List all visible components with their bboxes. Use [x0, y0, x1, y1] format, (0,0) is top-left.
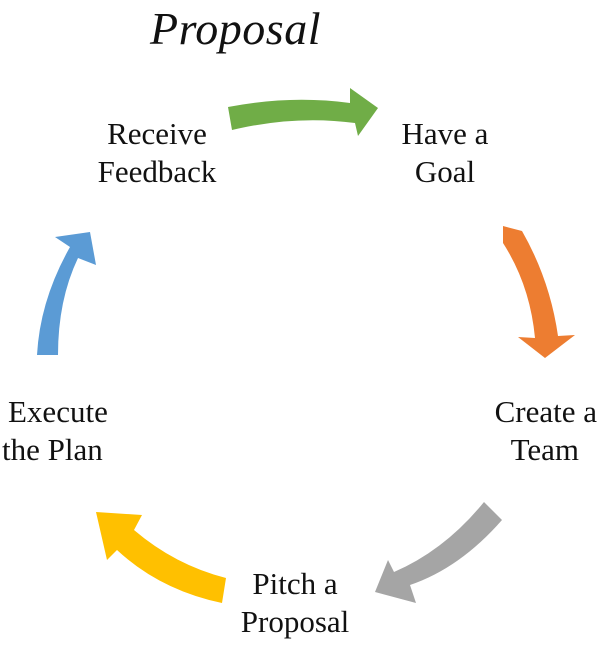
step-label-line1: Receive — [107, 116, 207, 151]
step-label-line1: Create a — [494, 394, 597, 429]
diagram-title: Proposal — [150, 3, 321, 54]
arrow-blue-icon — [37, 232, 96, 355]
arrow-yellow-icon — [96, 512, 226, 603]
step-create-a-team: Create a Team — [462, 393, 597, 469]
arrow-orange-icon — [503, 226, 575, 358]
step-execute-the-plan: Execute the Plan — [2, 393, 142, 469]
step-have-a-goal: Have a Goal — [370, 115, 520, 191]
step-label-line2: the Plan — [2, 432, 103, 467]
step-label-line2: Team — [510, 432, 579, 467]
step-label-line2: Goal — [414, 154, 476, 189]
step-label-line2: Proposal — [240, 604, 350, 639]
step-label-line1: Execute — [8, 394, 108, 429]
step-label-line2: Feedback — [97, 154, 217, 189]
arrow-green-icon — [228, 88, 378, 136]
step-label-line1: Pitch a — [252, 566, 338, 601]
step-label-line1: Have a — [401, 116, 489, 151]
arrow-gray-icon — [375, 502, 502, 603]
step-receive-feedback: Receive Feedback — [82, 115, 232, 191]
step-pitch-a-proposal: Pitch a Proposal — [225, 565, 365, 641]
